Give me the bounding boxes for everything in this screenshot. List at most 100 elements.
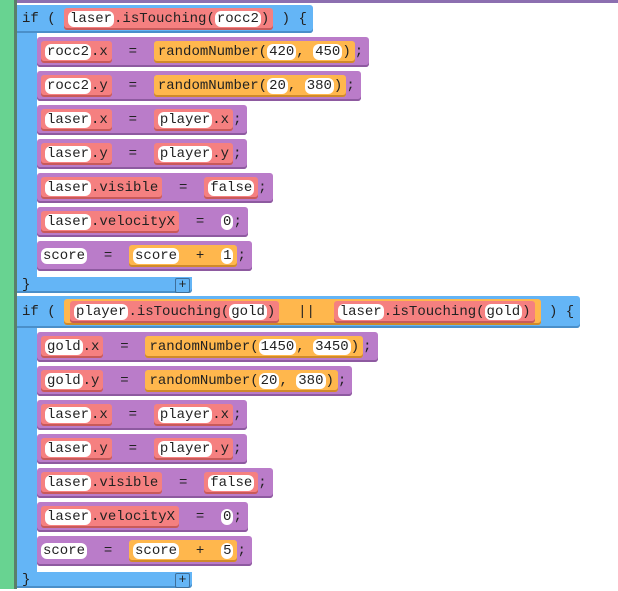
expression-block[interactable]: randomNumber(20, 380) xyxy=(153,75,347,97)
object-block[interactable]: laser.isTouching(rocc2) xyxy=(64,8,274,30)
expression-block[interactable]: randomNumber(20, 380) xyxy=(145,370,338,392)
value-slot[interactable]: gold xyxy=(45,373,83,389)
value-slot[interactable]: gold xyxy=(229,304,267,320)
value-slot[interactable]: 0 xyxy=(221,214,234,230)
value-slot[interactable]: 380 xyxy=(296,373,326,389)
value-slot[interactable]: player xyxy=(157,112,213,128)
object-block[interactable]: rocc2.y xyxy=(41,75,112,97)
object-block[interactable]: laser.visible xyxy=(41,177,163,199)
value-slot[interactable]: laser xyxy=(45,146,92,162)
value-slot[interactable]: laser xyxy=(337,304,384,320)
statement-block[interactable]: laser.velocityX = 0; xyxy=(37,502,248,532)
value-slot[interactable]: gold xyxy=(45,339,83,355)
expression-block[interactable]: score + 5 xyxy=(129,540,238,562)
object-block[interactable]: laser.y xyxy=(41,438,112,460)
if-body: gold.x = randomNumber(1450, 3450); gold.y… xyxy=(17,328,580,572)
object-block[interactable]: laser.x xyxy=(41,404,112,426)
statement-block[interactable]: gold.x = randomNumber(1450, 3450); xyxy=(37,332,378,362)
statement-block[interactable]: laser.x = player.x; xyxy=(37,400,248,430)
value-slot[interactable]: score xyxy=(133,248,180,264)
code-text: .x xyxy=(91,112,108,128)
value-slot[interactable]: player xyxy=(157,441,213,457)
object-block[interactable]: player.y xyxy=(153,143,234,165)
object-block[interactable]: rocc2.x xyxy=(41,41,112,63)
expression-block[interactable]: score + 1 xyxy=(129,245,238,267)
object-block[interactable]: laser.y xyxy=(41,143,112,165)
value-slot[interactable]: 450 xyxy=(313,44,343,60)
object-block[interactable]: player.x xyxy=(153,404,234,426)
code-text: , xyxy=(296,339,314,355)
value-slot[interactable]: laser xyxy=(45,475,92,491)
object-block[interactable]: gold.x xyxy=(41,336,104,358)
expression-block[interactable]: randomNumber(420, 450) xyxy=(153,41,355,63)
object-block[interactable]: laser.velocityX xyxy=(41,211,180,233)
value-slot[interactable]: rocc2 xyxy=(45,78,92,94)
statement-block[interactable]: laser.visible = false; xyxy=(37,468,273,498)
statement-block[interactable]: laser.y = player.y; xyxy=(37,139,248,169)
if-block[interactable]: if ( player.isTouching(gold) || laser.is… xyxy=(17,296,581,588)
statement-block[interactable]: rocc2.x = randomNumber(420, 450); xyxy=(37,37,370,67)
statement-block[interactable]: rocc2.y = randomNumber(20, 380); xyxy=(37,71,361,101)
value-slot[interactable]: laser xyxy=(45,509,92,525)
object-block[interactable]: false xyxy=(204,472,259,494)
object-block[interactable]: player.x xyxy=(153,109,234,131)
add-else-button[interactable]: + xyxy=(175,572,190,588)
value-slot[interactable]: laser xyxy=(45,180,92,196)
if-end-brace: } xyxy=(22,572,31,588)
object-block[interactable]: laser.visible xyxy=(41,472,163,494)
object-block[interactable]: gold.y xyxy=(41,370,104,392)
object-block[interactable]: false xyxy=(204,177,259,199)
object-block[interactable]: laser.x xyxy=(41,109,112,131)
value-slot[interactable]: player xyxy=(157,407,213,423)
expression-block[interactable]: player.isTouching(gold) || laser.isTouch… xyxy=(64,299,541,325)
value-slot[interactable]: rocc2 xyxy=(214,11,261,27)
value-slot[interactable]: 1450 xyxy=(258,339,297,355)
value-slot[interactable]: laser xyxy=(45,407,92,423)
code-text: ) xyxy=(522,304,531,320)
value-slot[interactable]: 20 xyxy=(267,78,288,94)
expression-block[interactable]: randomNumber(1450, 3450) xyxy=(145,336,364,358)
code-text: ; xyxy=(258,475,267,491)
if-block[interactable]: if ( laser.isTouching(rocc2) ) { rocc2.x … xyxy=(17,5,580,293)
value-slot[interactable]: score xyxy=(41,543,88,559)
object-block[interactable]: player.isTouching(gold) xyxy=(70,301,280,323)
value-slot[interactable]: 5 xyxy=(221,543,234,559)
statement-block[interactable]: laser.visible = false; xyxy=(37,173,273,203)
statement-block[interactable]: score = score + 5; xyxy=(37,536,252,566)
value-slot[interactable]: laser xyxy=(45,112,92,128)
value-slot[interactable]: laser xyxy=(45,214,92,230)
if-header[interactable]: if ( laser.isTouching(rocc2) ) { xyxy=(17,5,313,33)
value-slot[interactable]: player xyxy=(74,304,129,320)
value-slot[interactable]: 0 xyxy=(221,509,234,525)
value-slot[interactable]: score xyxy=(41,248,88,264)
add-else-button[interactable]: + xyxy=(175,277,190,293)
statement-row: rocc2.x = randomNumber(420, 450); xyxy=(37,37,370,71)
value-slot[interactable]: 420 xyxy=(267,44,297,60)
value-slot[interactable]: laser xyxy=(68,11,115,27)
value-slot[interactable]: 20 xyxy=(258,373,280,389)
object-block[interactable]: player.y xyxy=(153,438,234,460)
value-slot[interactable]: 380 xyxy=(304,78,334,94)
statement-block[interactable]: laser.y = player.y; xyxy=(37,434,248,464)
object-block[interactable]: laser.velocityX xyxy=(41,506,180,528)
code-text: + xyxy=(179,543,222,559)
value-slot[interactable]: score xyxy=(133,543,180,559)
value-slot[interactable]: rocc2 xyxy=(45,44,92,60)
if-header[interactable]: if ( player.isTouching(gold) || laser.is… xyxy=(17,296,581,328)
statement-block[interactable]: laser.velocityX = 0; xyxy=(37,207,248,237)
gutter-divider xyxy=(14,0,17,589)
statement-block[interactable]: gold.y = randomNumber(20, 380); xyxy=(37,366,353,396)
object-block[interactable]: laser.isTouching(gold) xyxy=(333,301,535,323)
statement-row: laser.x = player.x; xyxy=(37,105,369,139)
statement-block[interactable]: laser.x = player.x; xyxy=(37,105,248,135)
value-slot[interactable]: 3450 xyxy=(313,339,351,355)
code-text: ; xyxy=(233,112,242,128)
value-slot[interactable]: 1 xyxy=(221,248,234,264)
statement-block[interactable]: score = score + 1; xyxy=(37,241,252,271)
value-slot[interactable]: false xyxy=(208,475,255,491)
value-slot[interactable]: false xyxy=(208,180,255,196)
value-slot[interactable]: gold xyxy=(484,304,523,320)
code-text: .isTouching( xyxy=(128,304,230,320)
value-slot[interactable]: laser xyxy=(45,441,92,457)
value-slot[interactable]: player xyxy=(157,146,213,162)
